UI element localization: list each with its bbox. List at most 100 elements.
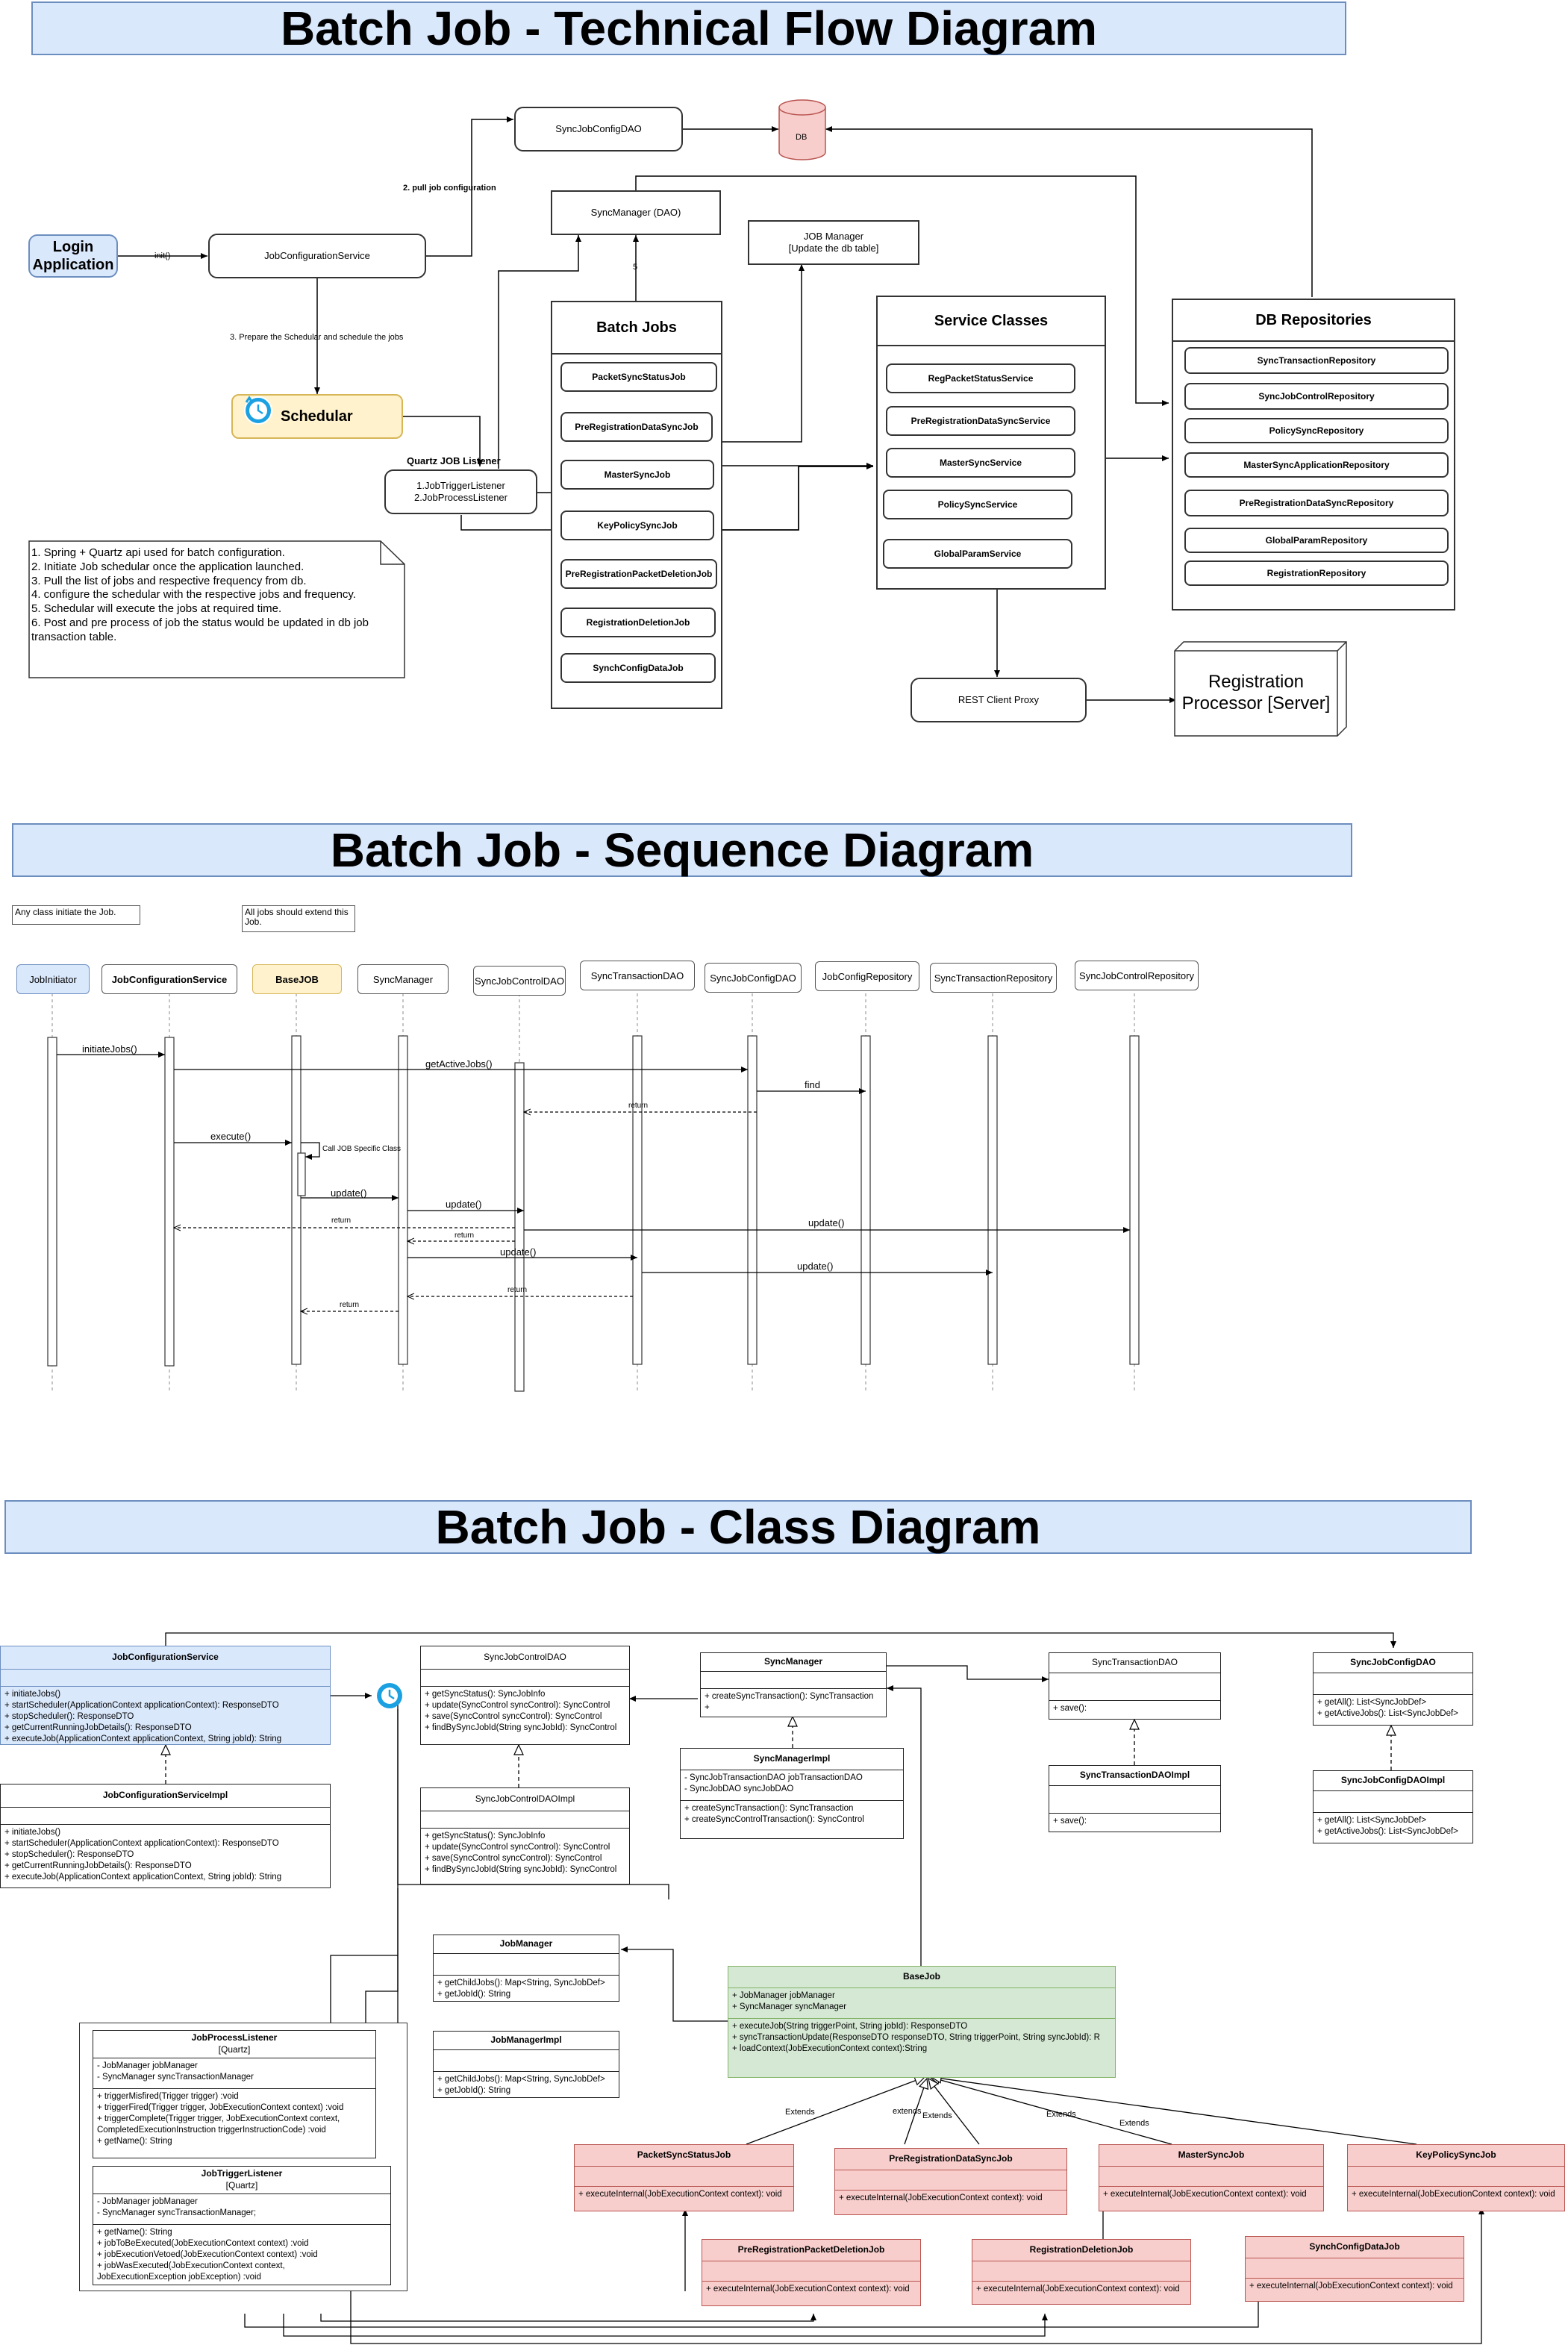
service-class-item: RegPacketStatusService bbox=[886, 363, 1075, 393]
extends-label: Extends bbox=[922, 2111, 952, 2120]
class-fields bbox=[701, 1672, 886, 1689]
class-fields bbox=[1049, 1786, 1220, 1814]
service-classes-title: Service Classes bbox=[878, 297, 1105, 346]
class-methods: + initiateJobs() + startScheduler(Applic… bbox=[4, 1690, 282, 1743]
class-fields bbox=[1314, 1673, 1472, 1695]
class-sync-manager: SyncManager + createSyncTransaction(): S… bbox=[700, 1652, 887, 1717]
class-name: PreRegistrationDataSyncJob bbox=[835, 2149, 1066, 2170]
service-class-item: MasterSyncService bbox=[886, 448, 1075, 478]
class-fields: + JobManager jobManager + SyncManager sy… bbox=[728, 1988, 1115, 2019]
msg-get-active-jobs: getActiveJobs() bbox=[425, 1058, 493, 1070]
class-methods: + createSyncTransaction(): SyncTransacti… bbox=[705, 1692, 874, 1712]
msg-return: return bbox=[331, 1217, 352, 1225]
class-methods: + executeInternal(JobExecutionContext co… bbox=[1249, 2282, 1453, 2291]
service-class-item: GlobalParamService bbox=[883, 539, 1072, 569]
class-name: MasterSyncJob bbox=[1099, 2145, 1323, 2167]
class-name: BaseJob bbox=[728, 1967, 1115, 1988]
class-stereotype: [Quartz] bbox=[225, 2180, 258, 2191]
class-job-configuration-service-impl: JobConfigurationServiceImpl + initiateJo… bbox=[0, 1784, 331, 1888]
listeners-box: 1.JobTriggerListener 2.JobProcessListene… bbox=[384, 469, 537, 514]
class-title: Batch Job - Class Diagram bbox=[435, 1500, 1041, 1554]
class-methods: + save(): bbox=[1053, 1817, 1087, 1826]
msg-update: update() bbox=[797, 1261, 834, 1272]
actor-base-job: BaseJOB bbox=[252, 964, 342, 994]
job-configuration-service-box: JobConfigurationService bbox=[208, 234, 426, 278]
class-methods: + executeInternal(JobExecutionContext co… bbox=[839, 2193, 1043, 2202]
class-name: JobConfigurationService bbox=[1, 1646, 330, 1670]
flow-notes: 1. Spring + Quartz api used for batch co… bbox=[31, 546, 369, 643]
clock-icon bbox=[244, 396, 272, 425]
class-name: SyncJobConfigDAO bbox=[1314, 1653, 1472, 1673]
class-name: SyncJobControlDAOImpl bbox=[421, 1788, 629, 1811]
class-fields bbox=[1049, 1673, 1220, 1701]
class-methods: + executeJob(String triggerPoint, String… bbox=[732, 2022, 1100, 2053]
class-key-policy-sync-job: KeyPolicySyncJob + executeInternal(JobEx… bbox=[1347, 2144, 1565, 2211]
server-cube-icon bbox=[1174, 641, 1347, 737]
database-icon bbox=[778, 99, 826, 160]
class-registration-deletion-job: RegistrationDeletionJob + executeInterna… bbox=[972, 2239, 1191, 2305]
db-repository-item: PolicySyncRepository bbox=[1184, 418, 1449, 443]
class-fields: - SyncJobTransactionDAO jobTransactionDA… bbox=[681, 1770, 903, 1801]
class-title-banner: Batch Job - Class Diagram bbox=[4, 1500, 1472, 1554]
rest-client-proxy-box: REST Client Proxy bbox=[910, 678, 1087, 722]
actor-job-initiator: JobInitiator bbox=[16, 964, 90, 994]
class-fields bbox=[835, 2170, 1066, 2191]
actor-sync-job-config-dao: SyncJobConfigDAO bbox=[705, 963, 802, 993]
class-fields bbox=[434, 2050, 619, 2072]
class-name: JobTriggerListener bbox=[201, 2168, 283, 2179]
msg-return: return bbox=[628, 1102, 649, 1110]
schedular-label: Schedular bbox=[281, 408, 353, 425]
msg-call-job-specific: Call JOB Specific Class bbox=[322, 1145, 402, 1153]
db-repository-item: MasterSyncApplicationRepository bbox=[1184, 452, 1449, 478]
class-fields: - JobManager jobManager - SyncManager sy… bbox=[93, 2058, 375, 2089]
class-sync-job-control-dao: SyncJobControlDAO + getSyncStatus(): Syn… bbox=[420, 1646, 630, 1745]
batch-job-item: KeyPolicySyncJob bbox=[560, 510, 714, 540]
service-class-item: PreRegistrationDataSyncService bbox=[886, 406, 1075, 436]
class-title: JobProcessListener [Quartz] bbox=[93, 2031, 375, 2058]
class-fields bbox=[1314, 1791, 1472, 1813]
class-name: JobConfigurationServiceImpl bbox=[1, 1784, 330, 1808]
step-five-label: 5 bbox=[633, 263, 638, 272]
class-name: JobProcessListener bbox=[191, 2032, 278, 2043]
class-synch-config-data-job: SynchConfigDataJob + executeInternal(Job… bbox=[1245, 2236, 1464, 2302]
actor-sync-job-control-dao: SyncJobControlDAO bbox=[473, 966, 566, 996]
job-manager-box: JOB Manager [Update the db table] bbox=[748, 220, 919, 265]
class-name: SyncJobControlDAO bbox=[421, 1646, 629, 1670]
class-methods: + getSyncStatus(): SyncJobInfo + update(… bbox=[425, 1832, 617, 1874]
class-methods: + getAll(): List<SyncJobDef> + getActive… bbox=[1317, 1698, 1458, 1718]
init-label: init() bbox=[154, 252, 171, 260]
class-name: SynchConfigDataJob bbox=[1246, 2237, 1464, 2258]
class-job-manager-impl: JobManagerImpl + getChildJobs(): Map<Str… bbox=[433, 2031, 619, 2098]
actor-sync-manager: SyncManager bbox=[357, 964, 449, 994]
extends-label: Extends bbox=[785, 2108, 815, 2117]
batch-job-item: RegistrationDeletionJob bbox=[560, 608, 716, 637]
class-fields bbox=[1, 1808, 330, 1825]
class-fields bbox=[421, 1670, 629, 1687]
class-methods: + initiateJobs() + startScheduler(Applic… bbox=[4, 1828, 282, 1882]
msg-initiate-jobs: initiateJobs() bbox=[82, 1043, 137, 1055]
class-methods: + createSyncTransaction(): SyncTransacti… bbox=[684, 1804, 864, 1824]
class-name: SyncManager bbox=[701, 1653, 886, 1672]
class-methods: + getChildJobs(): Map<String, SyncJobDef… bbox=[437, 1979, 605, 1999]
class-sync-transaction-dao-impl: SyncTransactionDAOImpl + save(): bbox=[1049, 1765, 1221, 1832]
sync-manager-dao-box: SyncManager (DAO) bbox=[551, 190, 721, 235]
class-sync-job-control-dao-impl: SyncJobControlDAOImpl + getSyncStatus():… bbox=[420, 1787, 630, 1885]
class-name: KeyPolicySyncJob bbox=[1348, 2145, 1564, 2167]
db-repository-item: SyncJobControlRepository bbox=[1184, 383, 1449, 410]
class-fields bbox=[972, 2261, 1190, 2282]
sequence-title: Batch Job - Sequence Diagram bbox=[330, 823, 1034, 877]
class-name: PacketSyncStatusJob bbox=[575, 2145, 793, 2167]
class-job-manager: JobManager + getChildJobs(): Map<String,… bbox=[433, 1935, 619, 2002]
msg-update: update() bbox=[446, 1199, 482, 1210]
note-any-class: Any class initiate the Job. bbox=[12, 905, 140, 925]
class-title: JobTriggerListener [Quartz] bbox=[93, 2167, 390, 2194]
msg-return: return bbox=[340, 1301, 360, 1309]
class-base-job: BaseJob + JobManager jobManager + SyncMa… bbox=[728, 1966, 1116, 2078]
prepare-schedular-label: 3. Prepare the Schedular and schedule th… bbox=[230, 333, 404, 342]
msg-return: return bbox=[507, 1286, 528, 1294]
quartz-listener-label: Quartz JOB Listener bbox=[407, 455, 501, 466]
class-fields bbox=[421, 1811, 629, 1829]
class-methods: + executeInternal(JobExecutionContext co… bbox=[976, 2285, 1180, 2294]
msg-update: update() bbox=[808, 1217, 845, 1228]
class-sync-job-config-dao-impl: SyncJobConfigDAOImpl + getAll(): List<Sy… bbox=[1313, 1770, 1473, 1843]
